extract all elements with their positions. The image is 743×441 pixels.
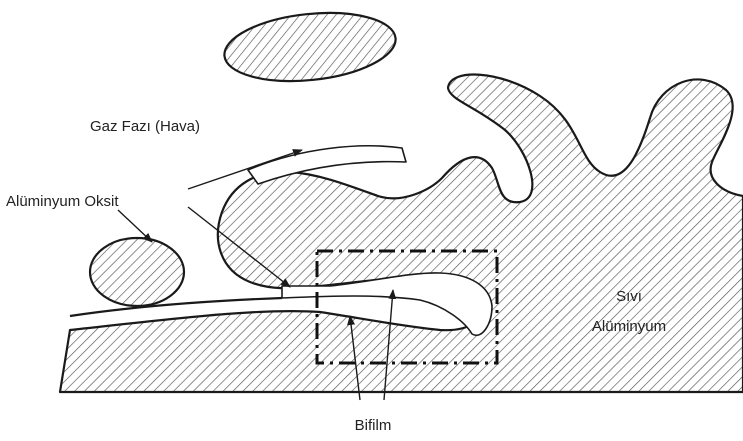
bifilm-label: Bifilm bbox=[355, 417, 392, 434]
gas-phase-label: Gaz Fazı (Hava) bbox=[90, 118, 200, 135]
top-droplet bbox=[221, 5, 399, 89]
left-droplet bbox=[90, 238, 184, 306]
oxide-label: Alüminyum Oksit bbox=[6, 193, 119, 210]
liquid-label-line1: Sıvı bbox=[616, 288, 642, 305]
liquid-label-line2: Alüminyum bbox=[592, 318, 666, 335]
